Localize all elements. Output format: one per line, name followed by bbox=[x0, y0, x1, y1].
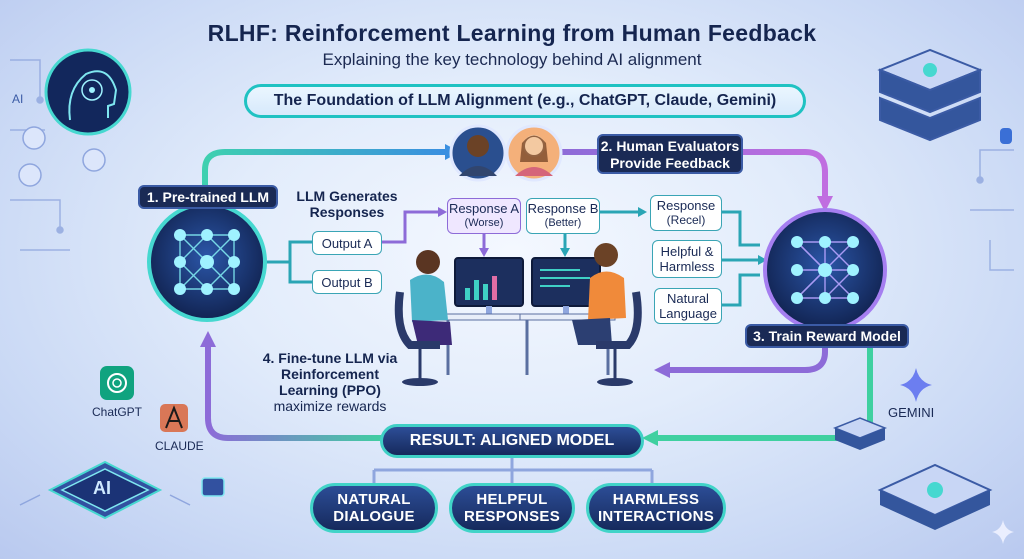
step-4-line-2: Reinforcement bbox=[280, 366, 380, 382]
criteria-helpful-box: Helpful & Harmless bbox=[652, 240, 722, 278]
generation-heading-line-2: Responses bbox=[309, 204, 385, 220]
circuit-right-icon bbox=[970, 149, 1014, 271]
outcome-2-line-1: HELPFUL bbox=[476, 491, 548, 508]
step-4-label: 4. Fine-tune LLM via Reinforcement Learn… bbox=[255, 350, 405, 414]
ai-corner-label: AI bbox=[12, 92, 24, 106]
generation-heading: LLM Generates Responses bbox=[292, 188, 402, 220]
response-a-line-1: Response A bbox=[448, 201, 520, 216]
criteria-response-line-1: Response bbox=[656, 198, 716, 213]
gemini-logo-icon bbox=[900, 368, 932, 402]
ai-brain-head-icon bbox=[44, 48, 132, 136]
claude-logo-icon bbox=[160, 404, 188, 432]
sparkle-corner-icon bbox=[992, 520, 1014, 544]
server-cube-icon bbox=[832, 417, 993, 530]
human-evaluator-male-avatar bbox=[449, 124, 507, 182]
foundation-banner: The Foundation of LLM Alignment (e.g., C… bbox=[244, 84, 806, 118]
result-banner: RESULT: ALIGNED MODEL bbox=[380, 424, 644, 458]
step-1-label: 1. Pre-trained LLM bbox=[138, 185, 278, 209]
page-subtitle: Explaining the key technology behind AI … bbox=[322, 50, 702, 69]
step-2-line-1: 2. Human Evaluators bbox=[600, 138, 740, 154]
outcome-3-line-2: INTERACTIONS bbox=[597, 508, 715, 525]
pretrained-llm-node-icon bbox=[147, 202, 267, 322]
outcome-2-line-2: RESPONSES bbox=[463, 508, 561, 525]
outcome-helpful-responses: HELPFUL RESPONSES bbox=[449, 483, 575, 533]
ai-chip-icon bbox=[19, 460, 225, 520]
response-a-box: Response A (Worse) bbox=[447, 198, 521, 234]
criteria-natural-line-2: Language bbox=[659, 306, 717, 321]
reward-model-node-icon bbox=[763, 208, 887, 332]
step-4-line-3: Learning (PPO) bbox=[279, 382, 381, 398]
step-2-label: 2. Human Evaluators Provide Feedback bbox=[597, 134, 743, 174]
outcome-1-line-2: DIALOGUE bbox=[333, 508, 415, 525]
criteria-natural-line-1: Natural bbox=[667, 291, 709, 306]
output-a-box: Output A bbox=[312, 231, 382, 255]
human-evaluator-female-avatar bbox=[505, 124, 563, 182]
generation-heading-line-1: LLM Generates bbox=[296, 188, 398, 204]
response-b-line-1: Response B bbox=[527, 201, 599, 216]
ai-chip-label: AI bbox=[93, 478, 111, 498]
step-4-line-4: maximize rewards bbox=[273, 398, 387, 414]
side-icons-left bbox=[18, 126, 106, 187]
outcome-1-line-1: NATURAL bbox=[337, 491, 411, 508]
gemini-label: GEMINI bbox=[888, 405, 935, 420]
output-b-box: Output B bbox=[312, 270, 382, 294]
criteria-helpful-line-2: Harmless bbox=[659, 259, 715, 274]
outcome-harmless-interactions: HARMLESS INTERACTIONS bbox=[586, 483, 726, 533]
response-a-line-2: (Worse) bbox=[464, 217, 504, 229]
response-b-box: Response B (Better) bbox=[526, 198, 600, 234]
page-title: RLHF: Reinforcement Learning from Human … bbox=[207, 20, 817, 46]
criteria-helpful-line-1: Helpful & bbox=[660, 244, 714, 259]
step-4-line-1: 4. Fine-tune LLM via bbox=[262, 350, 398, 366]
step-2-line-2: Provide Feedback bbox=[610, 155, 730, 171]
evaluators-desk-scene-icon bbox=[394, 243, 642, 386]
response-b-line-2: (Better) bbox=[544, 217, 582, 229]
chatgpt-logo-icon bbox=[100, 366, 134, 400]
criteria-natural-box: Natural Language bbox=[654, 288, 722, 324]
step-3-label: 3. Train Reward Model bbox=[745, 324, 909, 348]
chatgpt-label: ChatGPT bbox=[92, 405, 143, 419]
criteria-response-line-2: (Recel) bbox=[666, 213, 706, 227]
claude-label: CLAUDE bbox=[155, 439, 204, 453]
server-stack-icon bbox=[877, 48, 1012, 144]
outcome-natural-dialogue: NATURAL DIALOGUE bbox=[310, 483, 438, 533]
criteria-response-box: Response (Recel) bbox=[650, 195, 722, 231]
outcome-3-line-1: HARMLESS bbox=[612, 491, 700, 508]
